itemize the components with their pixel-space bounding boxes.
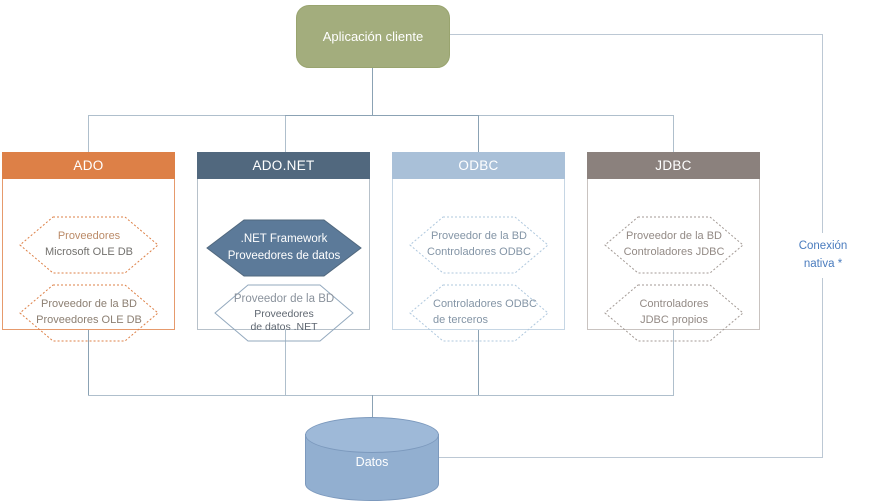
hexagon-ado-proveedor-bd: Proveedor de la BD Proveedores OLE DB: [19, 284, 159, 342]
connector-line: [372, 395, 373, 423]
hexagon-line1: Controladores ODBC: [433, 298, 537, 311]
hexagon-line2: Proveedores: [254, 307, 314, 320]
column-body-adonet: .NET Framework Proveedores de datos Prov…: [197, 179, 370, 342]
hexagon-line2: Microsoft OLE DB: [44, 246, 134, 258]
hexagon-jdbc-proveedor-bd: Proveedor de la BD Controladores JDBC: [604, 216, 744, 274]
hexagon-line2: JDBC propios: [640, 314, 708, 326]
hexagon-line1: Proveedores: [57, 230, 121, 243]
connector-line: [88, 395, 674, 396]
hexagon-line1: .NET Framework: [240, 233, 328, 246]
hexagon-line2: de terceros: [433, 314, 489, 326]
native-connection-line: [448, 34, 823, 35]
column-jdbc: JDBC Proveedor de la BD Controladores JD…: [587, 152, 760, 342]
hexagon-outline: [19, 284, 159, 342]
hexagon-line1: Controladores: [639, 298, 709, 311]
connector-line: [88, 330, 89, 395]
column-header-adonet: ADO.NET: [197, 152, 370, 179]
client-application-label: Aplicación cliente: [322, 29, 424, 44]
datastore-cylinder-top: [305, 417, 439, 453]
hexagon-line1: Proveedor de la BD: [626, 230, 722, 243]
hexagon-adonet-framework: .NET Framework Proveedores de datos: [206, 219, 362, 277]
client-application-box: Aplicación cliente: [296, 5, 450, 68]
column-header-jdbc: JDBC: [587, 152, 760, 179]
column-header-ado: ADO: [2, 152, 175, 179]
hexagon-line1: Proveedor de la BD: [41, 298, 137, 311]
connector-line: [673, 116, 674, 153]
column-header-odbc: ODBC: [392, 152, 565, 179]
column-odbc: ODBC Proveedor de la BD Controladores OD…: [392, 152, 565, 342]
connector-line: [88, 116, 89, 153]
hexagon-line2: Controladores ODBC: [427, 246, 531, 258]
column-body-odbc: Proveedor de la BD Controladores ODBC Co…: [392, 179, 565, 342]
hexagon-outline: [604, 216, 744, 274]
hexagon-odbc-terceros: Controladores ODBC de terceros: [409, 284, 549, 342]
column-ado: ADO Proveedores Microsoft OLE DB Proveed…: [2, 152, 175, 342]
hexagon-outline: [214, 284, 354, 342]
hexagon-line3: de datos .NET: [250, 321, 318, 334]
column-body-ado: Proveedores Microsoft OLE DB Proveedor d…: [2, 179, 175, 342]
hexagon-ado-proveedores-oledb: Proveedores Microsoft OLE DB: [19, 216, 159, 274]
hexagon-outline: [409, 216, 549, 274]
connector-line: [478, 116, 479, 153]
connector-line: [285, 115, 479, 116]
hexagon-outline: [206, 219, 362, 277]
column-adonet: ADO.NET .NET Framework Proveedores de da…: [197, 152, 370, 342]
hexagon-outline: [409, 284, 549, 342]
connector-line: [372, 66, 373, 116]
connector-line: [285, 330, 286, 395]
connector-line: [673, 330, 674, 395]
hexagon-line2: Proveedores OLE DB: [36, 314, 142, 326]
hexagon-line2: Proveedores de datos: [227, 250, 341, 262]
hexagon-outline: [604, 284, 744, 342]
native-connection-label: Conexión nativa *: [786, 233, 860, 278]
hexagon-adonet-proveedor-bd: Proveedor de la BD Proveedores de datos …: [214, 284, 354, 342]
hexagon-odbc-proveedor-bd: Proveedor de la BD Controladores ODBC: [409, 216, 549, 274]
hexagon-jdbc-propios: Controladores JDBC propios: [604, 284, 744, 342]
native-connection-line: [437, 457, 823, 458]
column-body-jdbc: Proveedor de la BD Controladores JDBC Co…: [587, 179, 760, 342]
connector-line: [285, 116, 286, 153]
hexagon-outline: [19, 216, 159, 274]
hexagon-line1: Proveedor de la BD: [431, 230, 527, 243]
datastore-label: Datos: [355, 455, 389, 469]
hexagon-line1: Proveedor de la BD: [233, 293, 335, 306]
hexagon-line2: Controladores JDBC: [623, 246, 725, 258]
connector-line: [478, 330, 479, 395]
